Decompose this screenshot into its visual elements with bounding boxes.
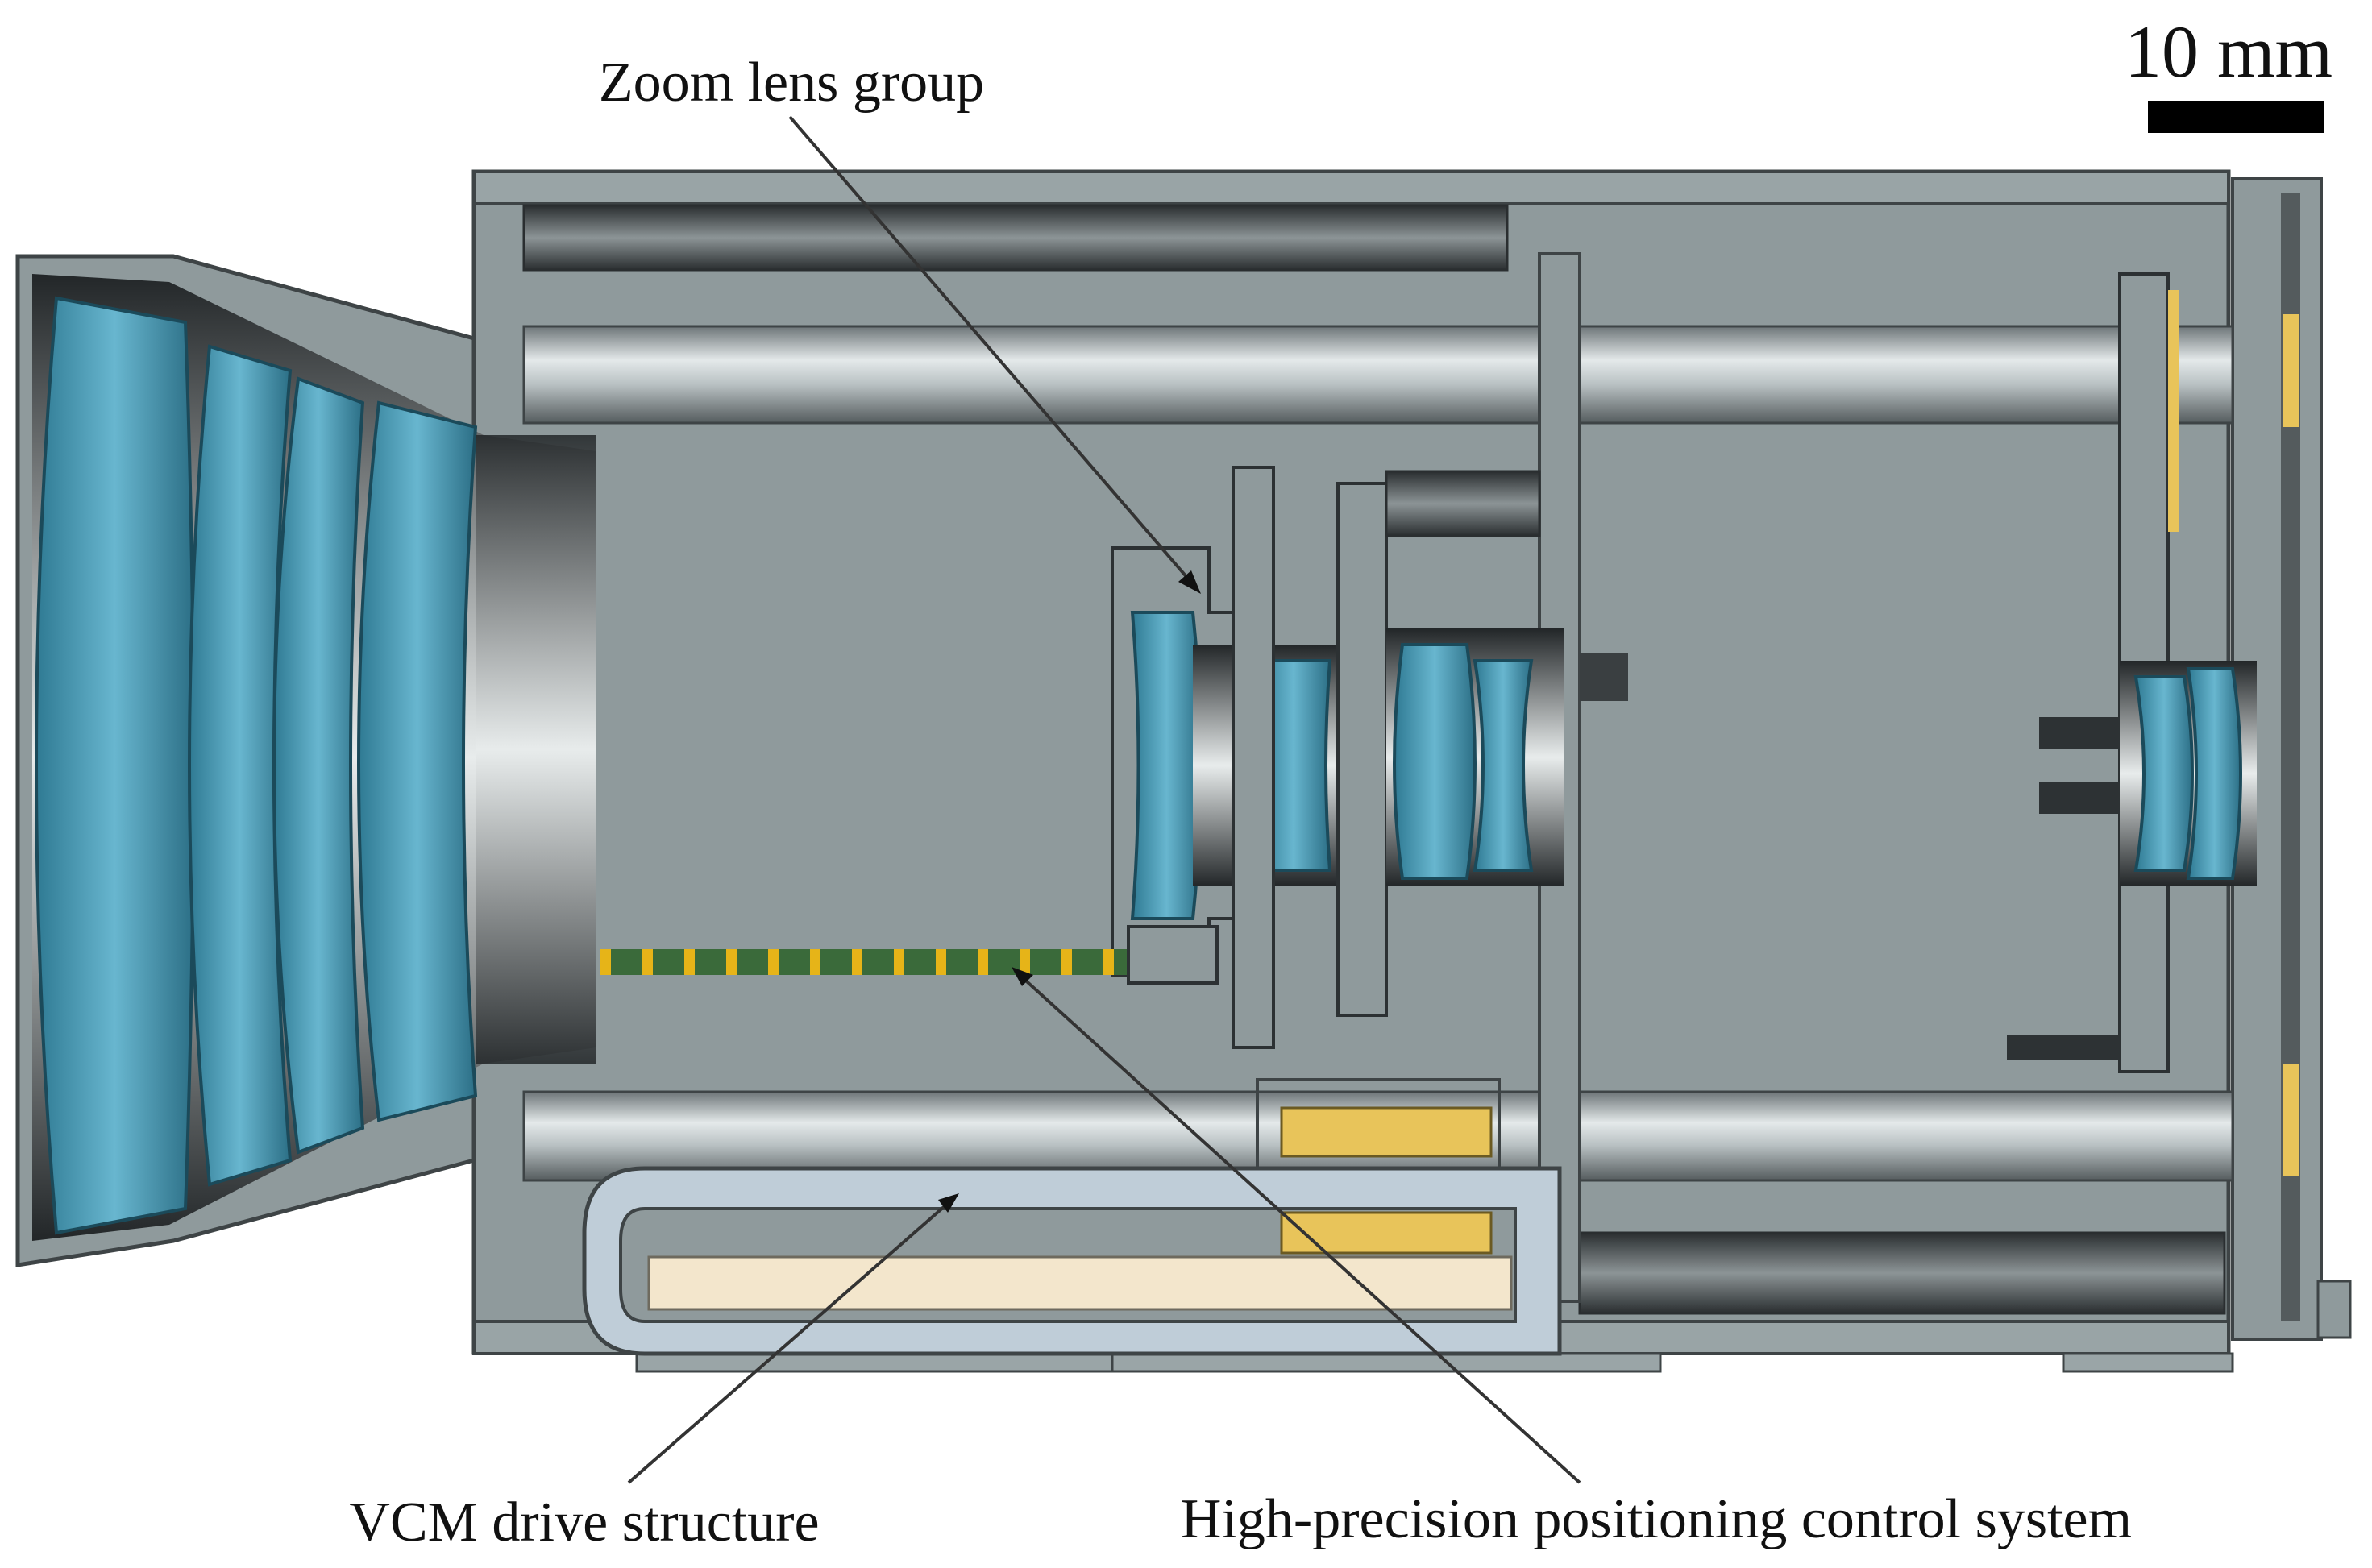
grating-scale-tick [936,949,946,975]
zoom-lens-group-label: Zoom lens group [599,52,984,114]
zoom-drive-shaft [1385,470,1541,537]
grating-scale-tick [1061,949,1072,975]
grating-scale-tick [768,949,779,975]
rear-lens-element-2 [2186,667,2242,880]
vcm-leader-arrowhead [938,1193,959,1213]
vcm-coil-holder [1256,1078,1501,1170]
vcm-coil-lower [1280,1211,1493,1255]
zoom-lens-group [1111,466,1628,1049]
housing-top-plate [472,170,2230,205]
grating-scale-tick [684,949,695,975]
grating-scale-tick [810,949,820,975]
rear-actuator-arm-2 [2039,717,2120,749]
vcm-leader-line [627,1199,953,1484]
positioning-leader-arrowhead [1012,967,1033,986]
upper-dark-rod [522,204,1509,272]
rear-gold-contact-top [2283,314,2299,427]
zoom-lens-rear-2 [1473,659,1534,872]
callout-arrowheads [938,570,1201,1213]
positioning-leader-line [1018,973,1581,1484]
bottom-foot-mid [1111,1352,1662,1373]
bottom-foot-left [635,1352,1114,1373]
zoom-stub [1580,653,1628,701]
rear-lens-group [2007,272,2299,1176]
zoom-mount-bracket [1336,482,1388,1017]
front-bore-end [476,435,596,1064]
positioning-control-system-label: High-precision positioning control syste… [1181,1488,2132,1550]
front-lens-element-4 [357,400,478,1122]
grating-scale-tick [978,949,988,975]
rear-gold-contact-bottom [2283,1064,2299,1176]
grating-read-head [1127,925,1219,985]
zoom-leader-line [788,115,1194,586]
lower-dark-rod [1578,1231,2226,1315]
rear-connector [2316,1280,2352,1339]
grating-scale-tick [600,949,611,975]
grating-scale-ticks [600,949,1198,975]
vcm-coil-upper [1280,1106,1493,1158]
rear-lens-element-1 [2133,675,2194,872]
front-lens-element-3 [272,376,365,1155]
rear-actuator-arm-3 [2039,782,2120,814]
grating-scale-tick [852,949,862,975]
grating-scale-tick [726,949,737,975]
rear-actuator-arm [2007,1035,2120,1060]
vcm-drive-structure-label: VCM drive structure [349,1491,819,1553]
grating-scale-tick [642,949,653,975]
zoom-frame-post [1232,466,1275,1049]
scale-bar-label: 10 mm [2125,10,2333,93]
scale-bar: 10 mm [2125,10,2333,133]
callout-leaders [627,115,1581,1484]
rear-flex-cable [2168,290,2179,532]
grating-scale-tick [894,949,904,975]
grating-scale-tick [1103,949,1114,975]
zoom-lens-rear [1393,643,1477,880]
zoom-lens-front [1130,611,1203,920]
vcm-magnet [647,1255,1513,1311]
front-lens-element-1 [35,296,195,1235]
grating-scale [600,925,1219,985]
zoom-leader-arrowhead [1178,570,1201,594]
grating-scale-tick [1020,949,1030,975]
scale-bar-line [2148,101,2324,133]
front-objective-lens [15,254,596,1267]
bottom-foot-right [2062,1352,2234,1373]
upper-guide-rod [522,325,2234,425]
